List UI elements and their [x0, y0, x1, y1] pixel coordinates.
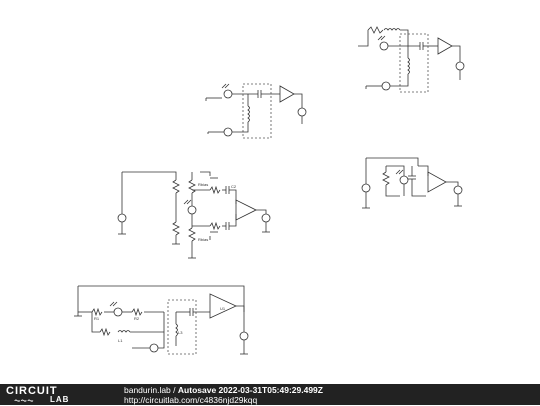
opamp-c[interactable] — [235, 199, 257, 221]
opamp-d[interactable] — [427, 171, 447, 193]
label-rbias-bot: Rbias — [198, 237, 208, 242]
circuit-b[interactable] — [358, 26, 465, 93]
photodiode-e[interactable] — [113, 307, 123, 317]
source-c[interactable] — [117, 213, 127, 223]
resistor-logo-icon: ⏦⏦⏦ — [14, 396, 34, 405]
output-a[interactable] — [297, 107, 307, 117]
output-c[interactable] — [261, 213, 271, 223]
logo-text-top: CIRCUIT — [6, 385, 58, 397]
schematic-canvas[interactable]: Rbias Rbias C2 L1 R1 R2 L3 U1 — [0, 0, 540, 384]
source-b[interactable] — [381, 81, 391, 91]
schematic-meta: bandurin.lab / Autosave 2022-03-31T05:49… — [124, 385, 323, 405]
photodiode-b[interactable] — [379, 41, 389, 51]
label-r1: R1 — [94, 316, 100, 321]
title-separator: / — [173, 385, 176, 395]
source-d[interactable] — [361, 183, 371, 193]
logo-text-bottom: LAB — [50, 395, 70, 404]
circuit-a[interactable] — [205, 83, 307, 139]
amplifier-b[interactable] — [437, 37, 453, 55]
photodiode-d[interactable] — [399, 175, 409, 185]
label-u1: U1 — [220, 306, 226, 311]
label-rbias-top: Rbias — [198, 182, 208, 187]
circuitlab-logo[interactable]: CIRCUIT ⏦⏦⏦ LAB — [6, 385, 86, 405]
label-l1: L1 — [118, 338, 123, 343]
label-r2: R2 — [134, 316, 140, 321]
schematic-title: Autosave 2022-03-31T05:49:29.499Z — [177, 385, 323, 395]
author-link[interactable]: bandurin.lab — [124, 385, 171, 395]
output-b[interactable] — [455, 61, 465, 71]
output-e[interactable] — [239, 331, 249, 341]
source-a[interactable] — [223, 127, 233, 137]
label-l3: L3 — [178, 330, 183, 335]
photodiode-a[interactable] — [223, 89, 233, 99]
circuit-d[interactable] — [361, 157, 463, 209]
opamp-e[interactable] — [209, 293, 237, 319]
amplifier-a[interactable] — [279, 85, 295, 103]
schematic-url[interactable]: http://circuitlab.com/c4836njd29kqq — [124, 395, 258, 405]
label-c2: C2 — [231, 184, 237, 189]
footer-bar: CIRCUIT ⏦⏦⏦ LAB bandurin.lab / Autosave … — [0, 384, 540, 405]
circuit-e[interactable] — [74, 285, 249, 355]
output-d[interactable] — [453, 185, 463, 195]
photodiode-c[interactable] — [187, 205, 197, 215]
source-e[interactable] — [149, 343, 159, 353]
circuit-c[interactable] — [117, 171, 271, 259]
